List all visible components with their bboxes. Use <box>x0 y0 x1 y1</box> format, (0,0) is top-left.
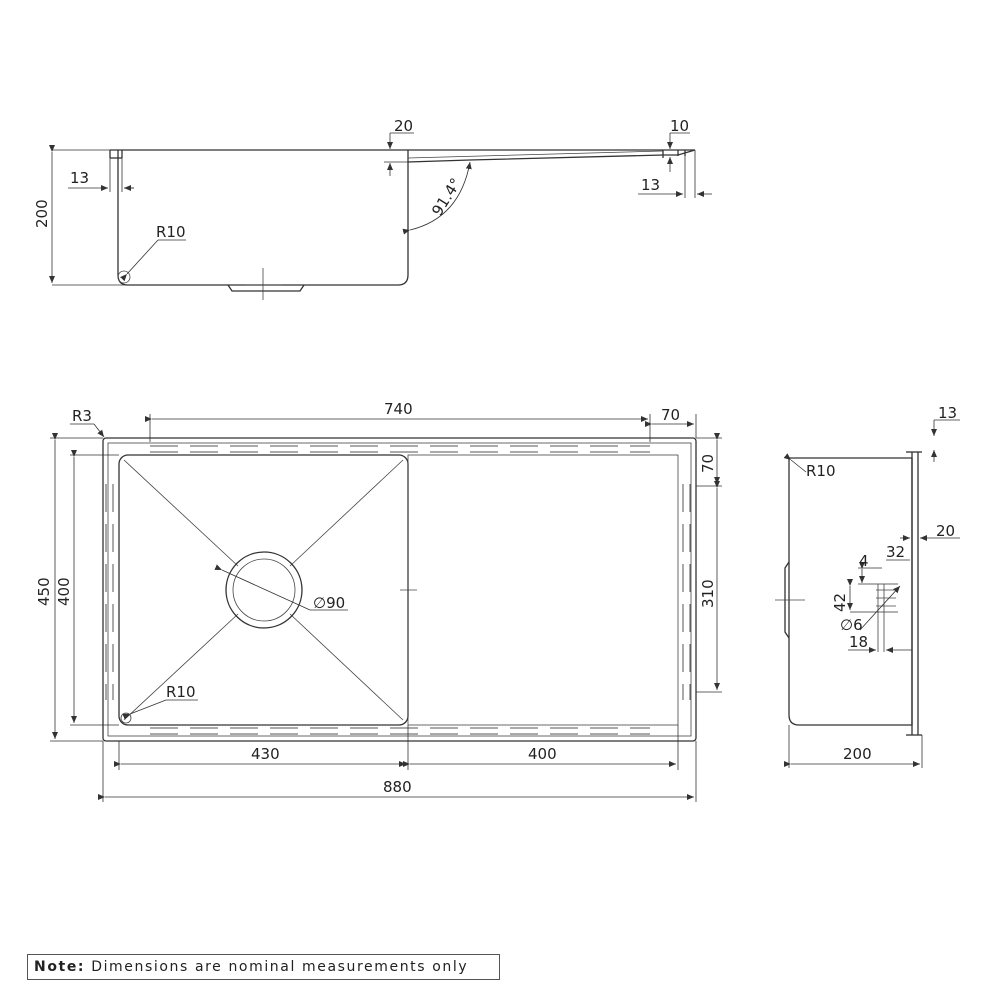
label-flange-13: 13 <box>70 169 89 187</box>
label-end-18: 18 <box>849 633 868 651</box>
label-r3: R3 <box>72 407 92 425</box>
label-r10-plan: R10 <box>166 683 196 701</box>
label-r10-side: R10 <box>156 223 186 241</box>
label-left-400: 400 <box>55 577 73 606</box>
side-section-view: R10 200 13 20 91.4° 10 13 <box>33 117 712 300</box>
label-bottom-880: 880 <box>383 778 412 796</box>
label-edge-13: 13 <box>641 176 660 194</box>
end-view: R10 13 20 32 4 42 ∅6 18 200 <box>775 404 960 768</box>
label-edge-10: 10 <box>670 117 689 135</box>
note-text: Dimensions are nominal measurements only <box>91 959 469 975</box>
sink-technical-drawing: R10 200 13 20 91.4° 10 13 <box>33 117 960 802</box>
label-end-dia6: ∅6 <box>840 616 863 634</box>
label-end-200: 200 <box>843 745 872 763</box>
label-left-450: 450 <box>35 577 53 606</box>
label-depth-200: 200 <box>33 199 51 228</box>
label-end-13: 13 <box>938 404 957 422</box>
label-end-r10: R10 <box>806 462 836 480</box>
label-rim-20: 20 <box>394 117 413 135</box>
label-angle: 91.4° <box>428 175 465 219</box>
label-right-310: 310 <box>699 579 717 608</box>
label-end-20: 20 <box>936 522 955 540</box>
plan-view: ∅90 R10 R3 740 70 70 <box>35 400 722 802</box>
label-end-4: 4 <box>859 552 869 570</box>
label-right-70: 70 <box>699 454 717 473</box>
label-end-32: 32 <box>886 543 905 561</box>
note-box: Note: Dimensions are nominal measurement… <box>27 954 500 980</box>
label-bottom-400: 400 <box>528 745 557 763</box>
label-top-70: 70 <box>661 406 680 424</box>
label-end-42: 42 <box>831 593 849 612</box>
label-waste-dia: ∅90 <box>313 594 345 612</box>
label-top-740: 740 <box>384 400 413 418</box>
label-bottom-430: 430 <box>251 745 280 763</box>
note-prefix: Note: <box>34 959 86 975</box>
